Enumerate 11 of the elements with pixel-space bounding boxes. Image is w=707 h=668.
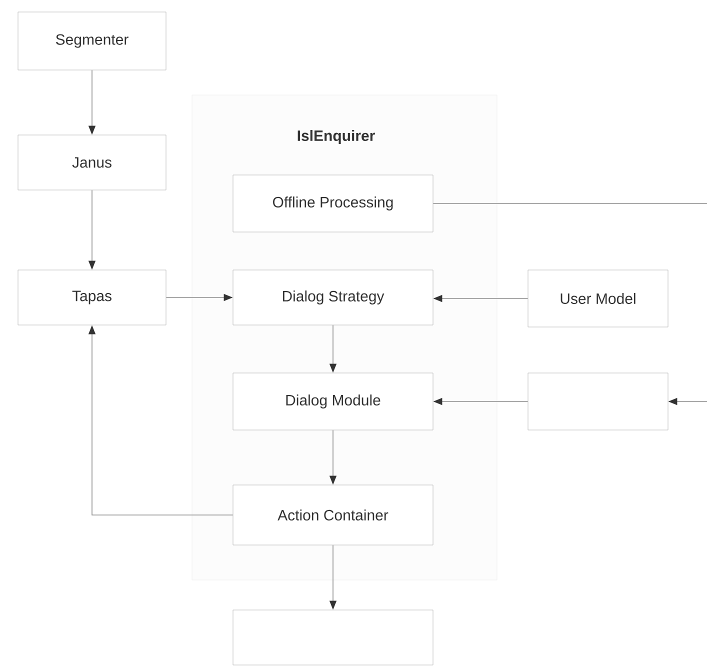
process-box: Tapas bbox=[18, 270, 166, 326]
process-box: Action Container bbox=[232, 484, 434, 546]
process-box: Dialog Module bbox=[232, 372, 434, 430]
process-box: Janus bbox=[18, 134, 166, 190]
process-box: Dialog Strategy bbox=[232, 270, 434, 326]
process-box: Offline Processing bbox=[232, 174, 434, 232]
process-box: User Model bbox=[528, 270, 668, 328]
process-box: Segmenter bbox=[18, 12, 166, 70]
group-heading: IslEnquirer bbox=[298, 130, 375, 144]
empty-box bbox=[232, 610, 434, 666]
empty-box bbox=[528, 372, 668, 430]
